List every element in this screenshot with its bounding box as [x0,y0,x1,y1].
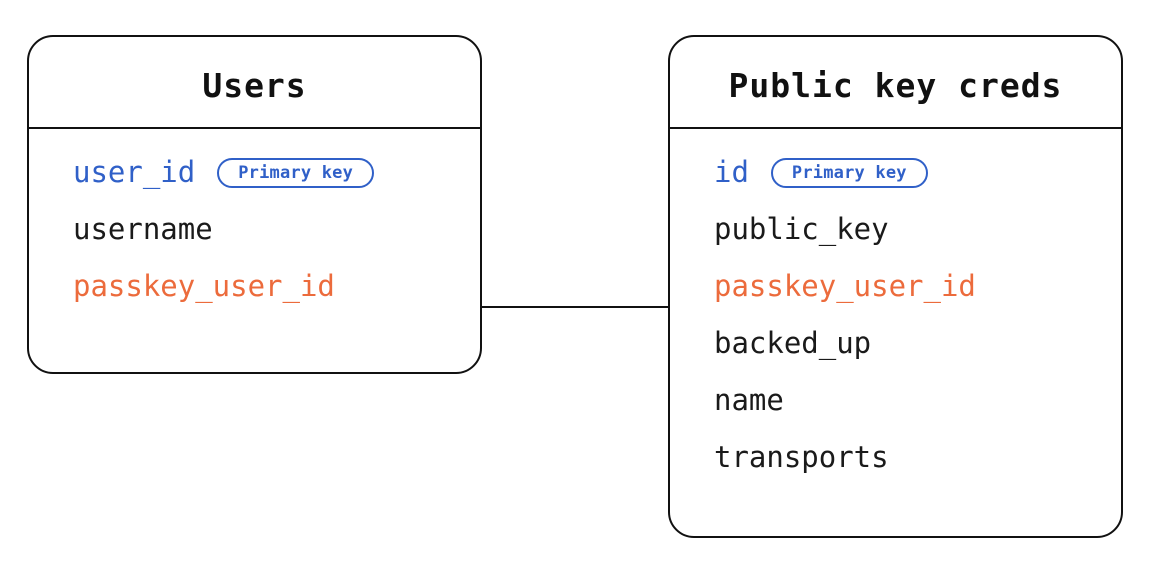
entity-field-row[interactable]: backed_up [670,315,1121,372]
field-name-name: name [714,383,784,417]
entity-title-public-key-creds: Public key creds [728,66,1063,105]
entity-field-row[interactable]: public_key [670,201,1121,258]
entity-field-list-users: user_id Primary key username passkey_use… [29,144,480,315]
field-name-user-id: user_id [73,155,196,189]
entity-field-list-public-key-creds: id Primary key public_key passkey_user_i… [670,144,1121,486]
entity-title-users: Users [202,66,307,105]
entity-field-row[interactable]: passkey_user_id [670,258,1121,315]
entity-card-public-key-creds[interactable]: Public key creds id Primary key public_k… [668,35,1123,538]
entity-header-divider [670,127,1121,129]
entity-header-divider [29,127,480,129]
entity-card-users[interactable]: Users user_id Primary key username passk… [27,35,482,374]
field-name-backed-up: backed_up [714,326,872,360]
primary-key-badge: Primary key [770,157,928,188]
field-name-public-key: public_key [714,212,889,246]
field-name-username: username [73,212,213,246]
field-name-passkey-user-id: passkey_user_id [73,269,335,303]
field-name-passkey-user-id: passkey_user_id [714,269,976,303]
field-name-id: id [714,155,749,189]
primary-key-badge: Primary key [217,157,375,188]
entity-field-row[interactable]: name [670,372,1121,429]
entity-field-row[interactable]: id Primary key [670,144,1121,201]
entity-field-row[interactable]: transports [670,429,1121,486]
entity-field-row[interactable]: passkey_user_id [29,258,480,315]
field-name-transports: transports [714,440,889,474]
entity-field-row[interactable]: username [29,201,480,258]
entity-field-row[interactable]: user_id Primary key [29,144,480,201]
relationship-line-users-public-key-creds [480,306,670,308]
